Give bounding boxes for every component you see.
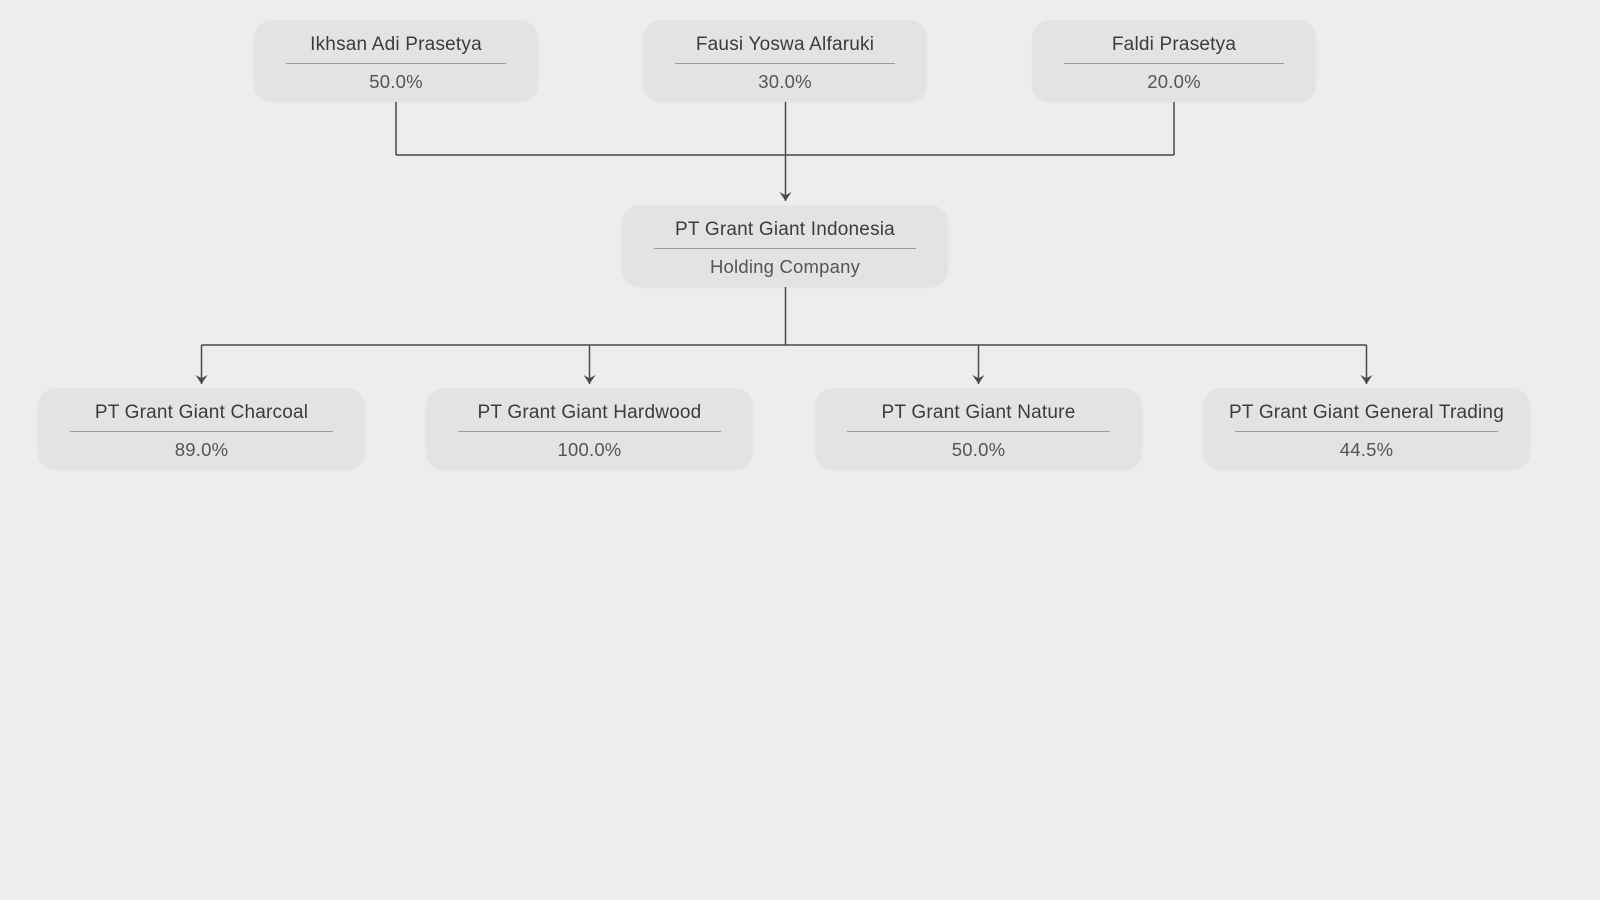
subsidiary-name: PT Grant Giant General Trading <box>1229 402 1504 423</box>
shareholder-name: Fausi Yoswa Alfaruki <box>695 34 875 55</box>
node-divider <box>286 63 506 64</box>
node-subsidiary-nature: PT Grant Giant Nature 50.0% <box>815 388 1142 470</box>
node-subsidiary-charcoal: PT Grant Giant Charcoal 89.0% <box>38 388 365 470</box>
node-divider <box>1235 431 1498 432</box>
node-divider <box>675 63 895 64</box>
ownership-percentage: 44.5% <box>1339 439 1394 460</box>
subsidiary-name: PT Grant Giant Charcoal <box>94 402 309 423</box>
node-shareholder-faldi: Faldi Prasetya 20.0% <box>1032 20 1316 102</box>
ownership-percentage: 20.0% <box>1147 71 1201 92</box>
ownership-percentage: 30.0% <box>758 71 812 92</box>
subsidiary-name: PT Grant Giant Nature <box>881 402 1076 423</box>
ownership-percentage: 50.0% <box>951 439 1006 460</box>
node-divider <box>458 431 721 432</box>
shareholder-name: Faldi Prasetya <box>1111 34 1237 55</box>
node-subsidiary-general-trading: PT Grant Giant General Trading 44.5% <box>1203 388 1530 470</box>
subsidiary-name: PT Grant Giant Hardwood <box>477 402 702 423</box>
node-subsidiary-hardwood: PT Grant Giant Hardwood 100.0% <box>426 388 753 470</box>
company-subtitle: Holding Company <box>709 256 861 277</box>
company-name: PT Grant Giant Indonesia <box>675 219 895 240</box>
ownership-percentage: 89.0% <box>174 439 229 460</box>
node-divider <box>654 248 916 249</box>
node-shareholder-fausi: Fausi Yoswa Alfaruki 30.0% <box>643 20 927 102</box>
node-holding-company: PT Grant Giant Indonesia Holding Company <box>622 205 948 287</box>
node-divider <box>70 431 333 432</box>
ownership-percentage: 50.0% <box>369 71 423 92</box>
node-divider <box>1064 63 1284 64</box>
node-shareholder-ikhsan: Ikhsan Adi Prasetya 50.0% <box>254 20 538 102</box>
shareholder-name: Ikhsan Adi Prasetya <box>310 34 482 55</box>
ownership-percentage: 100.0% <box>557 439 622 460</box>
node-divider <box>847 431 1110 432</box>
